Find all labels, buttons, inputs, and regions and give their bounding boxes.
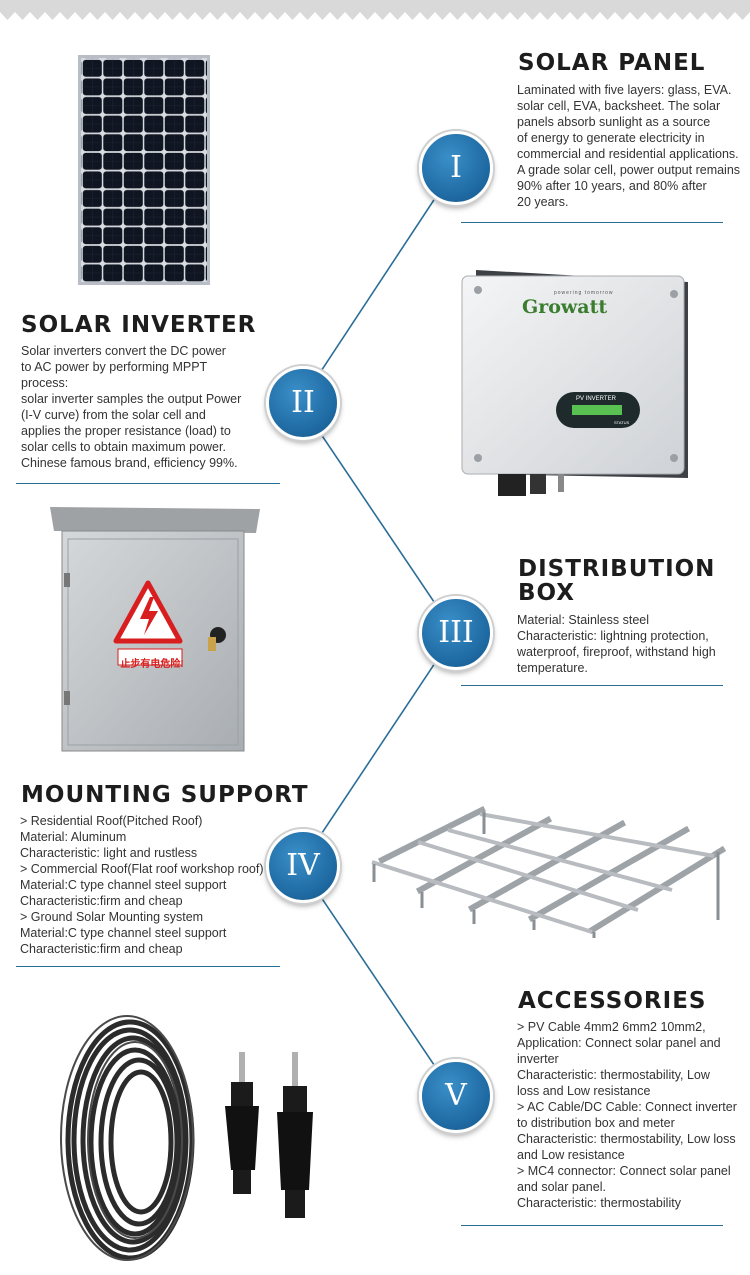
accessories-title: ACCESSORIES [518,988,707,1014]
section-badge-5: V [419,1059,493,1133]
solar-inverter-divider [16,483,280,484]
inverter-status-label: STATUS [614,420,630,425]
section-badge-2: II [266,366,340,440]
section-badge-4: IV [266,829,340,903]
inverter-display-label: PV INVERTER [576,396,616,402]
distribution-box-image: 止步有电危险! [48,505,260,755]
mounting-support-description: > Residential Roof(Pitched Roof) Materia… [20,814,264,956]
inverter-image: Growatt powering tomorrow PV INVERTER ST… [458,268,696,518]
zigzag-border [0,0,750,20]
inverter-tagline: powering tomorrow [554,290,614,296]
distribution-box-title-line1: DISTRIBUTION [518,556,716,582]
accessories-divider [461,1225,723,1226]
distribution-box-divider [461,685,723,686]
accessories-image [55,1000,385,1270]
solar-inverter-description: Solar inverters convert the DC power to … [21,344,242,470]
solar-panel-divider [461,222,723,223]
solar-panel-title: SOLAR PANEL [518,50,706,76]
distribution-box-title-line2: BOX [518,580,575,606]
solar-inverter-title: SOLAR INVERTER [21,312,257,338]
warning-label: 止步有电危险! [120,659,184,670]
mounting-support-title: MOUNTING SUPPORT [21,782,309,808]
mounting-support-image [362,790,734,940]
inverter-brand: Growatt [522,296,608,318]
distribution-box-description: Material: Stainless steel Characteristic… [517,613,716,675]
accessories-description: > PV Cable 4mm2 6mm2 10mm2, Application:… [517,1020,737,1210]
section-badge-3: III [419,596,493,670]
mounting-support-divider [16,966,280,967]
solar-panel-description: Laminated with five layers: glass, EVA. … [517,83,741,209]
solar-panel-image [78,55,210,285]
section-badge-1: I [419,131,493,205]
